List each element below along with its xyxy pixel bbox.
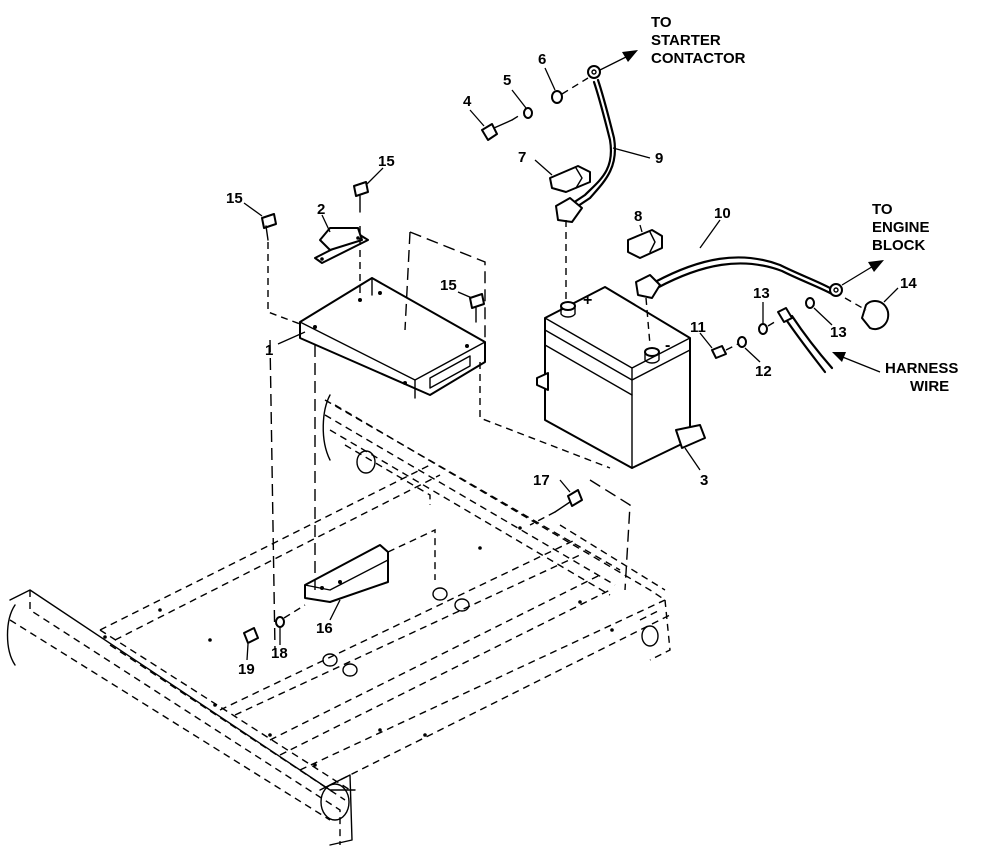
callout-14: 14 (900, 275, 917, 292)
guide-line (404, 231, 411, 331)
bracket-part-16 (304, 528, 436, 603)
arrow-to-engine-icon (841, 260, 884, 286)
callout-3: 3 (700, 472, 708, 489)
callout-10: 10 (714, 205, 731, 222)
engine-line-2: ENGINE (872, 219, 930, 236)
starter-annotation: TO STARTER CONTACTOR (651, 14, 746, 67)
bolt-part-15-center (353, 181, 369, 296)
lock-washer-part-13-left (758, 319, 779, 335)
harness-wire (777, 307, 834, 374)
battery-part-3: + - (536, 286, 706, 469)
nut-part-19 (243, 627, 259, 644)
harness-line-1: HARNESS (885, 360, 958, 377)
bolt-part-15-left (261, 213, 301, 325)
leader-lines (243, 67, 899, 661)
nut-part-6 (551, 77, 589, 104)
guide-line (269, 339, 276, 651)
guide-line (589, 479, 631, 591)
callout-2: 2 (317, 201, 325, 218)
positive-terminal-label: + (583, 292, 592, 309)
bolt-part-17 (529, 489, 583, 526)
hold-down-clamp-part-2 (314, 227, 369, 264)
callout-19: 19 (238, 661, 255, 678)
guide-line (409, 231, 486, 340)
lock-washer-part-5 (523, 107, 533, 119)
terminal-cover-part-8 (627, 229, 663, 259)
callout-9: 9 (655, 150, 663, 167)
callout-7: 7 (518, 149, 526, 166)
terminal-cover-part-7 (549, 165, 591, 193)
callout-17: 17 (533, 472, 550, 489)
harness-annotation: HARNESS WIRE (885, 360, 958, 395)
engine-annotation: TO ENGINE BLOCK (872, 201, 930, 254)
lock-washer-part-18 (275, 604, 306, 628)
callout-13-right: 13 (830, 324, 847, 341)
callout-15-center: 15 (378, 153, 395, 170)
harness-line-2: WIRE (910, 378, 949, 395)
callout-16: 16 (316, 620, 333, 637)
battery-tray-part-1 (299, 277, 486, 399)
negative-terminal-label: - (665, 337, 670, 354)
starter-line-2: STARTER (651, 32, 721, 49)
callout-6: 6 (538, 51, 546, 68)
callout-13-left: 13 (753, 285, 770, 302)
arrow-to-starter-icon (599, 50, 638, 71)
bolt-part-4 (481, 114, 521, 141)
negative-cable-part-10 (635, 256, 843, 346)
callout-numbers: 1 2 3 4 5 6 7 8 9 10 11 12 13 13 14 15 1… (226, 51, 917, 678)
bolt-part-15-right (469, 293, 611, 469)
callout-12: 12 (755, 363, 772, 380)
positive-cable-part-9 (555, 65, 617, 300)
callout-11: 11 (690, 319, 706, 336)
starter-line-3: CONTACTOR (651, 50, 746, 67)
callout-15-right: 15 (440, 277, 457, 294)
nut-part-11 (711, 343, 739, 359)
engine-line-3: BLOCK (872, 237, 925, 254)
callout-8: 8 (634, 208, 642, 225)
washer-part-12 (737, 336, 747, 348)
arrow-harness-icon (832, 352, 881, 373)
lock-washer-part-13-right (805, 297, 815, 309)
callout-4: 4 (463, 93, 472, 110)
equipment-frame (6, 394, 671, 846)
engine-line-1: TO (872, 201, 893, 218)
callout-15-left: 15 (226, 190, 243, 207)
starter-line-1: TO (651, 14, 672, 31)
callout-18: 18 (271, 645, 288, 662)
callout-5: 5 (503, 72, 511, 89)
callout-1: 1 (265, 342, 273, 359)
terminal-boot-part-14 (844, 297, 890, 331)
